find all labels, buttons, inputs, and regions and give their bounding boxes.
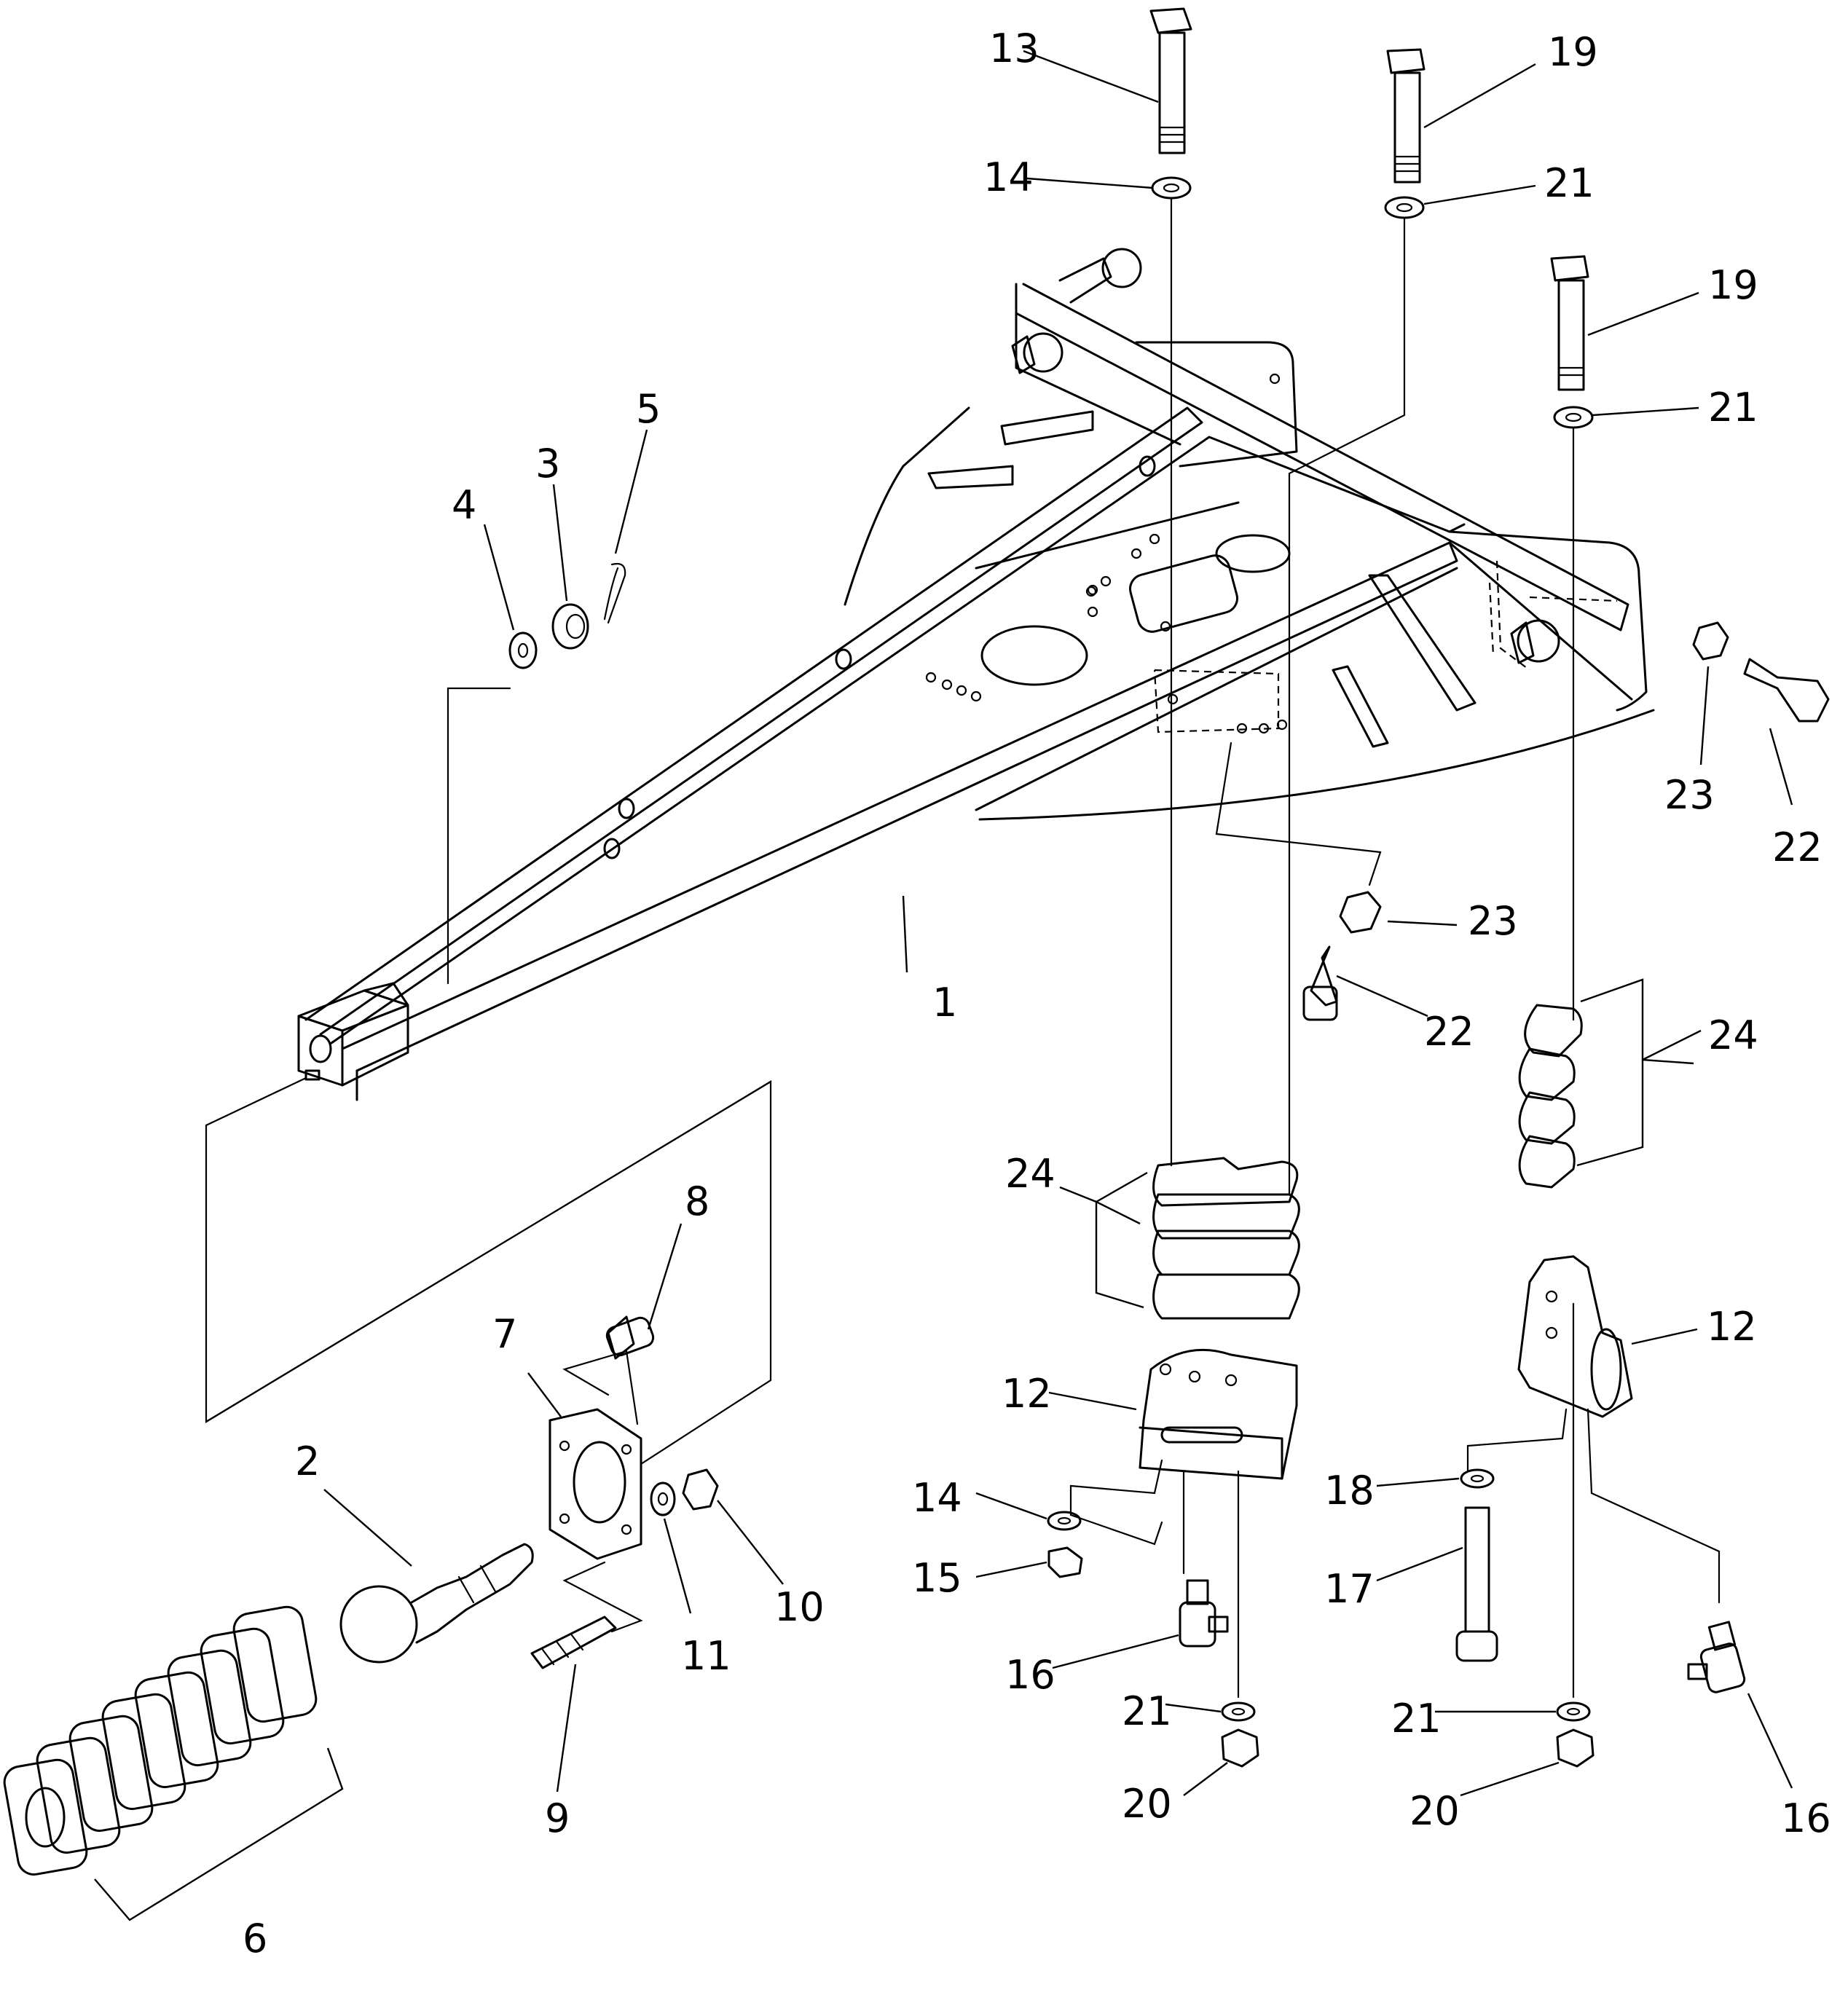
callout-19-a: 19 bbox=[1548, 29, 1598, 75]
callout-24-a: 24 bbox=[1708, 1012, 1758, 1058]
lower-fasteners-drawing bbox=[1047, 1468, 1746, 1768]
callout-10: 10 bbox=[774, 1584, 825, 1630]
top-fasteners-drawing bbox=[1149, 7, 1830, 1699]
callout-21-a: 21 bbox=[1544, 160, 1595, 206]
bearing-blocks-drawing bbox=[1069, 1004, 1721, 1699]
callout-12-b: 12 bbox=[1707, 1304, 1757, 1350]
callout-13-a: 13 bbox=[989, 25, 1039, 71]
left-hardware-drawing bbox=[3, 562, 772, 1921]
shim-stack-drawing bbox=[3, 1605, 318, 1876]
callout-14-b: 14 bbox=[912, 1475, 962, 1521]
callout-14-a: 14 bbox=[983, 154, 1034, 200]
callout-16-a: 16 bbox=[1005, 1652, 1055, 1698]
callout-3: 3 bbox=[535, 441, 560, 487]
callout-17: 17 bbox=[1324, 1566, 1375, 1612]
callout-12-a: 12 bbox=[1002, 1371, 1052, 1417]
callout-19-b: 19 bbox=[1708, 262, 1758, 308]
callout-21-d: 21 bbox=[1391, 1696, 1442, 1742]
callout-23-b: 23 bbox=[1468, 898, 1518, 944]
callout-20-b: 20 bbox=[1409, 1788, 1460, 1834]
callout-24-b: 24 bbox=[1005, 1151, 1055, 1197]
callout-18: 18 bbox=[1324, 1468, 1375, 1514]
main-frame-drawing bbox=[297, 248, 1655, 1101]
callout-8: 8 bbox=[685, 1178, 709, 1224]
callout-20-a: 20 bbox=[1122, 1781, 1172, 1827]
callout-1: 1 bbox=[932, 980, 957, 1026]
callout-21-c: 21 bbox=[1122, 1688, 1172, 1734]
callout-22-a: 22 bbox=[1772, 825, 1823, 870]
callout-9: 9 bbox=[545, 1795, 570, 1841]
callout-4: 4 bbox=[452, 482, 476, 528]
callout-labels: 13 19 14 21 19 21 5 3 4 23 22 23 1 22 24… bbox=[243, 25, 1831, 1961]
callout-11: 11 bbox=[681, 1633, 731, 1679]
callout-7: 7 bbox=[492, 1311, 517, 1357]
leader-lines bbox=[323, 50, 1793, 1797]
callout-6: 6 bbox=[243, 1916, 267, 1961]
callout-2: 2 bbox=[295, 1439, 320, 1484]
callout-16-b: 16 bbox=[1781, 1795, 1831, 1841]
callout-21-b: 21 bbox=[1708, 385, 1758, 430]
callout-23-a: 23 bbox=[1664, 772, 1715, 818]
callout-22-b: 22 bbox=[1424, 1009, 1474, 1055]
callout-15: 15 bbox=[912, 1555, 962, 1601]
callout-5: 5 bbox=[636, 386, 661, 432]
